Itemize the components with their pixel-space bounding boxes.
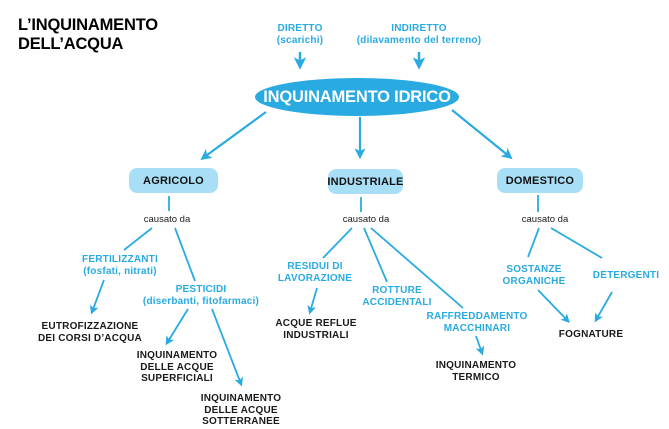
connector-label-agricolo: causato da xyxy=(143,214,191,225)
cause-rotture-accidentali: ROTTURE ACCIDENTALI xyxy=(362,285,432,308)
effect-inquinamento-acque-superficiali: INQUINAMENTO DELLE ACQUE SUPERFICIALI xyxy=(136,350,218,384)
branch-industriale: INDUSTRIALE xyxy=(327,169,403,194)
edge-raffreddamento-termico xyxy=(475,335,485,356)
cause-residui-lavorazione: RESIDUI DI LAVORAZIONE xyxy=(277,261,353,284)
effect-inquinamento-termico: INQUINAMENTO TERMICO xyxy=(435,360,517,383)
connector-label-industriale: causato da xyxy=(342,214,390,225)
edge-residui-acque-reflue xyxy=(307,287,318,315)
edge-causato-pesticidi xyxy=(174,227,196,282)
edge-fertilizzanti-eutrofizzazione xyxy=(89,279,105,315)
edge-causato-raffreddamento xyxy=(370,227,464,309)
input-indiretto-label: INDIRETTO (dilavamento del terreno) xyxy=(356,23,482,46)
edge-detergenti-fognature xyxy=(594,291,613,323)
cause-sostanze-organiche: SOSTANZE ORGANICHE xyxy=(502,264,566,287)
effect-inquinamento-acque-sotterranee: INQUINAMENTO DELLE ACQUE SOTTERRANEE xyxy=(200,393,282,427)
edge-causato-rotture xyxy=(363,227,388,283)
effect-acque-reflue-industriali: ACQUE REFLUE INDUSTRIALI xyxy=(275,318,357,341)
input-diretto-label: DIRETTO (scarichi) xyxy=(276,23,324,46)
effect-fognature: FOGNATURE xyxy=(558,329,624,340)
connector-label-domestico: causato da xyxy=(521,214,569,225)
edge-central-domestico xyxy=(451,109,513,160)
edge-sostanze-fognature xyxy=(537,289,570,323)
cause-pesticidi: PESTICIDI (diserbanti, fitofarmaci) xyxy=(142,284,260,307)
edge-causato-fertilizzanti xyxy=(123,227,153,251)
branch-domestico: DOMESTICO xyxy=(497,168,583,193)
effect-eutrofizzazione: EUTROFIZZAZIONE DEI CORSI D’ACQUA xyxy=(38,321,142,344)
edge-causato-residui xyxy=(322,227,353,259)
edge-causato-detergenti xyxy=(550,227,603,259)
edge-pesticidi-sotterranee xyxy=(211,308,243,387)
cause-fertilizzanti: FERTILIZZANTI (fosfati, nitrati) xyxy=(82,254,158,277)
cause-raffreddamento-macchinari: RAFFREDDAMENTO MACCHINARI xyxy=(426,311,528,334)
branch-agricolo: AGRICOLO xyxy=(129,168,218,193)
page-title: L’INQUINAMENTO DELL’ACQUA xyxy=(18,16,158,53)
edge-central-agricolo xyxy=(200,111,267,160)
edge-causato-sostanze xyxy=(527,227,540,258)
edge-pesticidi-superficiali xyxy=(165,308,189,346)
cause-detergenti: DETERGENTI xyxy=(592,270,660,281)
central-node: INQUINAMENTO IDRICO xyxy=(255,78,459,116)
